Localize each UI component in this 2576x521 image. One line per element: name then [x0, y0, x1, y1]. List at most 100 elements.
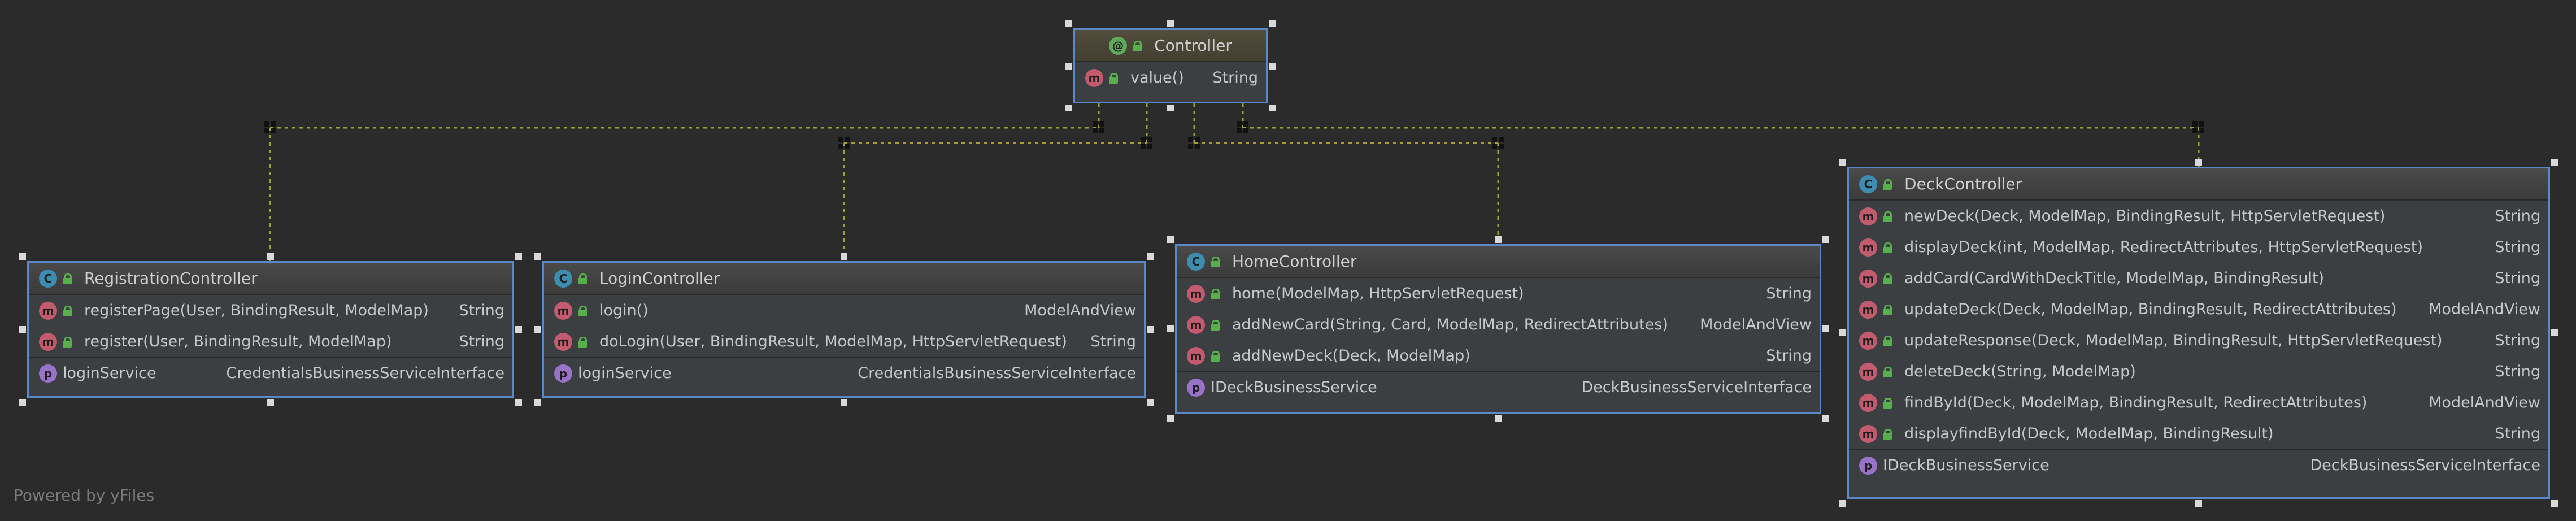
- field-icon: p: [1187, 378, 1205, 397]
- field-row[interactable]: p loginService CredentialsBusinessServic…: [544, 357, 1144, 388]
- resize-handle[interactable]: [515, 399, 522, 406]
- method-row[interactable]: m findById(Deck, ModelMap, BindingResult…: [1849, 387, 2548, 418]
- resize-handle[interactable]: [534, 326, 541, 333]
- method-icon: m: [1859, 362, 1877, 381]
- method-icon: m: [1859, 300, 1877, 319]
- resize-handle[interactable]: [2551, 500, 2558, 507]
- public-visibility-icon: [1211, 288, 1220, 299]
- method-row[interactable]: m doLogin(User, BindingResult, ModelMap,…: [544, 326, 1144, 357]
- resize-handle[interactable]: [267, 253, 274, 260]
- resize-handle[interactable]: [841, 253, 847, 260]
- node-title: LoginController: [599, 269, 720, 288]
- deck-controller-node[interactable]: C DeckController m newDeck(Deck, ModelMa…: [1847, 167, 2550, 499]
- annotation-icon: @: [1109, 36, 1128, 55]
- method-row[interactable]: m register(User, BindingResult, ModelMap…: [29, 326, 512, 357]
- method-row[interactable]: m displayDeck(int, ModelMap, RedirectAtt…: [1849, 232, 2548, 263]
- resize-handle[interactable]: [1167, 20, 1174, 27]
- class-icon: C: [1187, 252, 1205, 271]
- junction-marker[interactable]: [838, 137, 850, 149]
- method-row[interactable]: m addNewDeck(Deck, ModelMap) String: [1177, 340, 1820, 371]
- resize-handle[interactable]: [1065, 62, 1072, 70]
- public-visibility-icon: [1883, 304, 1892, 315]
- method-row[interactable]: m login() ModelAndView: [544, 295, 1144, 326]
- resize-handle[interactable]: [1495, 415, 1502, 422]
- login-controller-node[interactable]: C LoginController m login() ModelAndView…: [542, 261, 1146, 398]
- method-row[interactable]: m deleteDeck(String, ModelMap) String: [1849, 356, 2548, 387]
- home-controller-node[interactable]: C HomeController m home(ModelMap, HttpSe…: [1175, 244, 1821, 414]
- resize-handle[interactable]: [2195, 500, 2202, 507]
- registration-controller-node[interactable]: C RegistrationController m registerPage(…: [27, 261, 514, 398]
- method-row[interactable]: m newDeck(Deck, ModelMap, BindingResult,…: [1849, 201, 2548, 232]
- method-row[interactable]: m value() String: [1075, 62, 1266, 93]
- public-visibility-icon: [1883, 179, 1892, 190]
- resize-handle[interactable]: [1065, 20, 1072, 27]
- return-type: String: [2495, 207, 2540, 225]
- public-visibility-icon: [578, 305, 587, 316]
- resize-handle[interactable]: [1839, 329, 1846, 336]
- resize-handle[interactable]: [841, 399, 847, 406]
- resize-handle[interactable]: [1167, 105, 1174, 111]
- field-row[interactable]: p IDeckBusinessService DeckBusinessServi…: [1177, 371, 1820, 402]
- resize-handle[interactable]: [1065, 105, 1072, 111]
- class-icon: C: [39, 269, 57, 288]
- method-row[interactable]: m home(ModelMap, HttpServletRequest) Str…: [1177, 278, 1820, 309]
- resize-handle[interactable]: [1822, 415, 1829, 422]
- resize-handle[interactable]: [1822, 325, 1829, 332]
- resize-handle[interactable]: [1147, 326, 1154, 333]
- public-visibility-icon: [1211, 350, 1220, 362]
- field-icon: p: [1859, 456, 1877, 475]
- field-row[interactable]: p loginService CredentialsBusinessServic…: [29, 357, 512, 388]
- resize-handle[interactable]: [1167, 415, 1174, 422]
- junction-marker[interactable]: [1141, 137, 1153, 149]
- method-row[interactable]: m addCard(CardWithDeckTitle, ModelMap, B…: [1849, 263, 2548, 294]
- junction-marker[interactable]: [1237, 121, 1249, 134]
- resize-handle[interactable]: [1269, 20, 1276, 27]
- field-icon: p: [554, 364, 572, 383]
- public-visibility-icon: [63, 336, 72, 348]
- return-type: String: [2495, 363, 2540, 380]
- method-row[interactable]: m displayfindById(Deck, ModelMap, Bindin…: [1849, 418, 2548, 449]
- method-row[interactable]: m updateDeck(Deck, ModelMap, BindingResu…: [1849, 294, 2548, 325]
- resize-handle[interactable]: [515, 253, 522, 260]
- resize-handle[interactable]: [19, 253, 26, 260]
- resize-handle[interactable]: [1269, 62, 1276, 70]
- method-name: home(ModelMap, HttpServletRequest): [1232, 285, 1524, 302]
- resize-handle[interactable]: [534, 253, 541, 260]
- resize-handle[interactable]: [267, 399, 274, 406]
- resize-handle[interactable]: [1167, 236, 1174, 243]
- method-row[interactable]: m addNewCard(String, Card, ModelMap, Red…: [1177, 309, 1820, 340]
- field-name: IDeckBusinessService: [1883, 457, 2050, 474]
- resize-handle[interactable]: [515, 326, 522, 333]
- field-row[interactable]: p IDeckBusinessService DeckBusinessServi…: [1849, 449, 2548, 480]
- junction-marker[interactable]: [264, 121, 276, 134]
- method-icon: m: [1859, 269, 1877, 288]
- node-header: @ Controller: [1075, 30, 1266, 62]
- method-name: displayDeck(int, ModelMap, RedirectAttri…: [1904, 238, 2423, 256]
- method-icon: m: [1187, 315, 1205, 334]
- resize-handle[interactable]: [1269, 105, 1276, 111]
- resize-handle[interactable]: [2551, 159, 2558, 166]
- resize-handle[interactable]: [2195, 159, 2202, 166]
- method-row[interactable]: m registerPage(User, BindingResult, Mode…: [29, 295, 512, 326]
- resize-handle[interactable]: [1147, 399, 1154, 406]
- controller-annotation-node[interactable]: @ Controller m value() String: [1073, 28, 1268, 103]
- junction-marker[interactable]: [1492, 137, 1504, 149]
- junction-marker[interactable]: [1188, 137, 1200, 149]
- resize-handle[interactable]: [1839, 500, 1846, 507]
- resize-handle[interactable]: [19, 399, 26, 406]
- field-name: loginService: [578, 364, 672, 382]
- junction-marker[interactable]: [1093, 121, 1105, 134]
- resize-handle[interactable]: [1147, 253, 1154, 260]
- method-row[interactable]: m updateResponse(Deck, ModelMap, Binding…: [1849, 325, 2548, 356]
- junction-marker[interactable]: [2192, 121, 2205, 134]
- resize-handle[interactable]: [2551, 329, 2558, 336]
- resize-handle[interactable]: [1167, 325, 1174, 332]
- public-visibility-icon: [1211, 256, 1220, 267]
- resize-handle[interactable]: [1495, 236, 1502, 243]
- resize-handle[interactable]: [1822, 236, 1829, 243]
- resize-handle[interactable]: [534, 399, 541, 406]
- return-type: ModelAndView: [2429, 301, 2540, 318]
- resize-handle[interactable]: [1839, 159, 1846, 166]
- resize-handle[interactable]: [19, 326, 26, 333]
- public-visibility-icon: [1211, 319, 1220, 331]
